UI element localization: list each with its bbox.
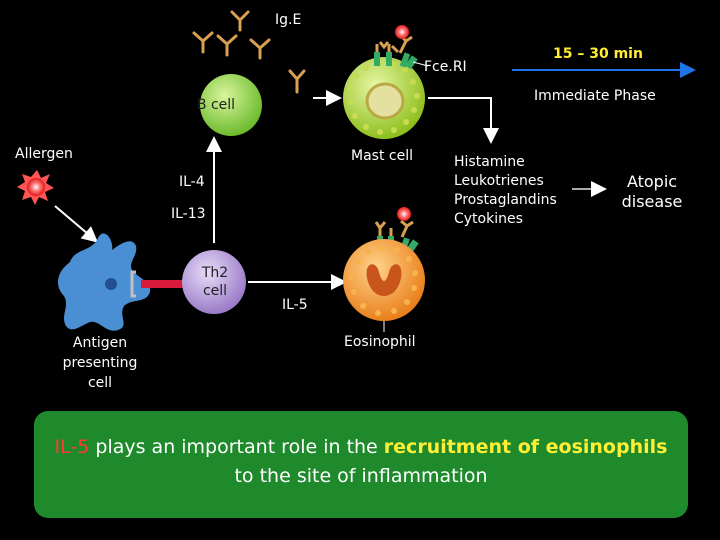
time-range-label: 15 – 30 min: [553, 46, 643, 62]
allergen-to-apc-arrow: [54, 205, 99, 243]
mast-cell: [343, 57, 425, 139]
mediator-item: Prostaglandins: [454, 192, 557, 208]
immediate-phase-label: Immediate Phase: [534, 88, 656, 104]
fce-ri-label: Fce.RI: [424, 59, 467, 75]
apc-line-1: Antigen: [72, 335, 128, 351]
apc-label: Antigen presenting cell: [50, 333, 150, 393]
allergen-label: Allergen: [15, 146, 73, 162]
mast-to-mediators-arrow: [428, 97, 499, 144]
ige-label: Ig.E: [275, 12, 302, 28]
eosinophil-label: Eosinophil: [344, 334, 416, 350]
th2-line-2: cell: [202, 283, 228, 299]
b-cell: [200, 74, 262, 136]
eosinophil-cell: [343, 239, 425, 321]
atopic-line-2: disease: [621, 192, 683, 211]
callout-highlight: recruitment of eosinophils: [383, 436, 668, 458]
th2-cell: [182, 250, 246, 314]
il4-label: IL-4: [179, 174, 205, 190]
mediator-item: Histamine: [454, 154, 525, 170]
il5-callout-box: IL-5 plays an important role in the recr…: [34, 411, 688, 518]
apc-line-3: cell: [87, 375, 113, 391]
atopic-line-1: Atopic: [626, 172, 678, 191]
th2-line-1: Th2: [201, 265, 229, 281]
th2-cell-label: Th2 cell: [192, 264, 238, 300]
allergen-particle: [17, 170, 54, 205]
fce-ri-pointer: [412, 61, 429, 67]
callout-il5: IL-5: [54, 436, 90, 458]
mediator-list: Histamine Leukotrienes Prostaglandins Cy…: [454, 153, 557, 229]
antigen-presenting-cell: [57, 233, 151, 331]
atopic-disease-label: Atopic disease: [612, 172, 692, 212]
fce-ri-receptors-mast: [374, 25, 418, 70]
callout-text-1: plays an important role in the: [89, 436, 384, 458]
apc-line-2: presenting: [62, 355, 138, 371]
il5-label: IL-5: [282, 297, 308, 313]
il13-label: IL-13: [171, 206, 206, 222]
mediator-item: Leukotrienes: [454, 173, 544, 189]
callout-text-2: to the site of inflammation: [234, 465, 488, 487]
b-cell-label: B cell: [196, 97, 236, 113]
mast-cell-label: Mast cell: [351, 148, 413, 164]
ige-antibodies: [192, 10, 306, 94]
mediator-item: Cytokines: [454, 211, 523, 227]
